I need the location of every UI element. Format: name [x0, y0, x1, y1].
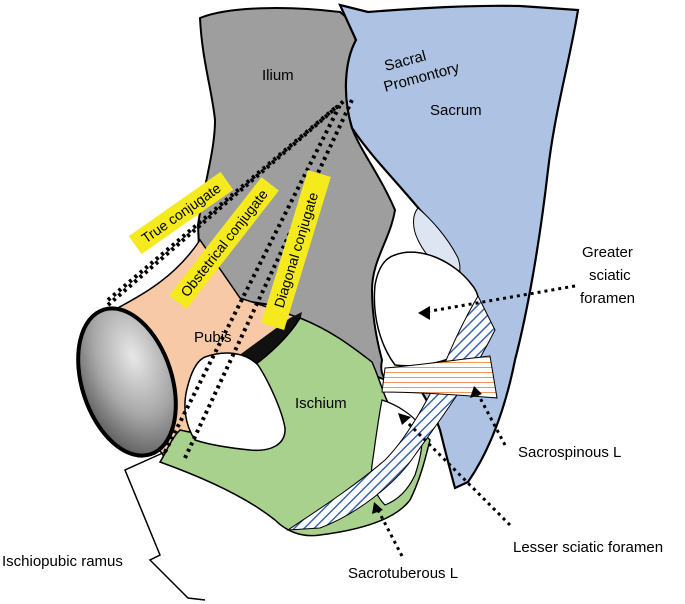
- sacrospinous-arrow: [476, 393, 507, 446]
- sacrotuberous-arrow: [376, 509, 404, 557]
- label-highlight: [261, 169, 331, 331]
- label-highlight: [169, 177, 279, 309]
- pubic-symphysis-face: [76, 306, 178, 458]
- label-ilium: Ilium: [262, 67, 294, 84]
- label-ischium: Ischium: [295, 395, 347, 412]
- obturator-foramen: [184, 352, 286, 452]
- conjugate-lines: [106, 98, 354, 459]
- true-conjugate-line-bottom: [106, 98, 347, 307]
- true-conjugate-line-top: [106, 106, 337, 302]
- sacrum-bone: [338, 3, 580, 490]
- label-ischiopubic-ramus: Ischiopubic ramus: [2, 553, 123, 570]
- ischiopubic-ramus-bracket: [124, 451, 206, 601]
- arrowhead: [418, 306, 430, 320]
- label-pubis: Pubis: [194, 329, 232, 346]
- label-sacrospinous: Sacrospinous L: [518, 444, 621, 461]
- arrowhead: [398, 413, 411, 425]
- arrowhead: [372, 502, 383, 514]
- arrows: [376, 284, 576, 557]
- obstetrical-conjugate-line: [163, 104, 342, 453]
- greater-sciatic-arrow: [424, 284, 576, 314]
- label-greater-sciatic-2: sciatic: [589, 267, 631, 284]
- label-lesser-sciatic: Lesser sciatic foramen: [513, 539, 663, 556]
- diagonal-conjugate-line: [183, 99, 354, 459]
- arrowhead: [470, 386, 482, 398]
- sacrospinous-ligament: [381, 355, 498, 399]
- label-sacrum: Sacrum: [430, 102, 482, 119]
- label-sacrotuberous: Sacrotuberous L: [348, 565, 458, 582]
- label-highlight: [128, 171, 234, 255]
- arrowheads: [372, 306, 482, 514]
- label-greater-sciatic-3: foramen: [580, 290, 635, 307]
- label-greater-sciatic-1: Greater: [582, 244, 633, 261]
